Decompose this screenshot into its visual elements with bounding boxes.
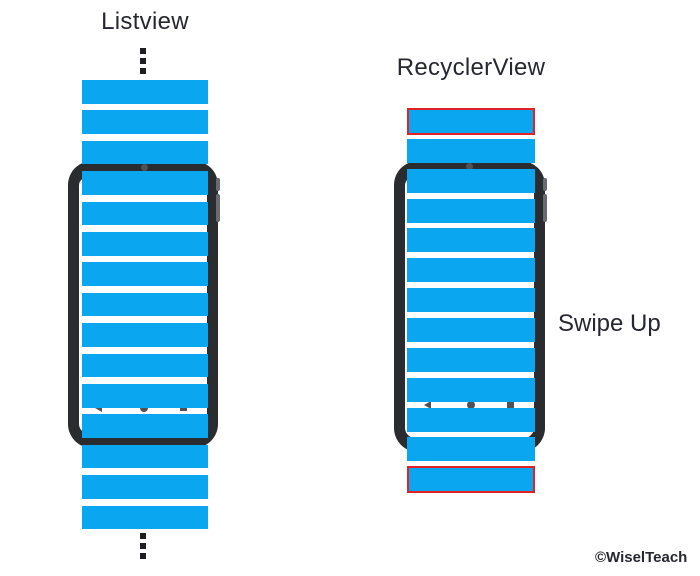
list-item-bar [407, 407, 535, 432]
list-item-bar [82, 384, 208, 408]
recents-icon [180, 404, 187, 411]
ellipsis-dot [140, 553, 146, 559]
power-button-icon [543, 178, 547, 191]
list-item-bar [407, 228, 535, 253]
list-item-bar [407, 437, 535, 462]
list-item-bar [82, 171, 208, 195]
ellipsis-dot [140, 48, 146, 54]
list-item-bar [82, 292, 208, 317]
list-item-bar [407, 377, 535, 402]
list-item-bar [407, 317, 535, 342]
ellipsis-dot [140, 543, 146, 549]
recycled-item-bar [407, 465, 535, 493]
recycled-item-bar [407, 107, 535, 135]
back-icon [95, 404, 102, 412]
swipe-up-label: Swipe Up [558, 310, 661, 337]
volume-button-icon [216, 194, 220, 222]
list-item-bar [407, 288, 535, 313]
recyclerview-title: RecyclerView [396, 54, 546, 81]
camera-icon [466, 163, 473, 170]
list-item-bar [82, 505, 208, 530]
recents-icon [507, 401, 514, 408]
volume-button-icon [543, 194, 547, 222]
ellipsis-dot [140, 533, 146, 539]
list-item-bar [82, 140, 208, 165]
list-item-bar [407, 138, 535, 163]
power-button-icon [216, 178, 220, 191]
list-item-bar [407, 198, 535, 223]
list-item-bar [82, 232, 208, 256]
listview-title: Listview [101, 8, 189, 35]
back-icon [424, 401, 431, 409]
watermark-wiselteach: ©WiselTeach [595, 549, 688, 566]
list-item-bar [82, 414, 208, 438]
list-item-bar [82, 110, 208, 134]
list-item-bar [82, 323, 208, 347]
list-item-bar [82, 475, 208, 499]
list-item-bar [82, 262, 208, 286]
list-item-bar [82, 80, 208, 104]
list-item-bar [407, 168, 535, 193]
ellipsis-dot [140, 58, 146, 64]
camera-icon [141, 164, 148, 171]
list-item-bar [82, 201, 208, 226]
home-icon [467, 401, 475, 409]
list-item-bar [82, 353, 208, 378]
list-item-bar [82, 444, 208, 469]
list-item-bar [407, 258, 535, 283]
home-icon [140, 404, 148, 412]
ellipsis-dot [140, 68, 146, 74]
list-item-bar [407, 347, 535, 372]
